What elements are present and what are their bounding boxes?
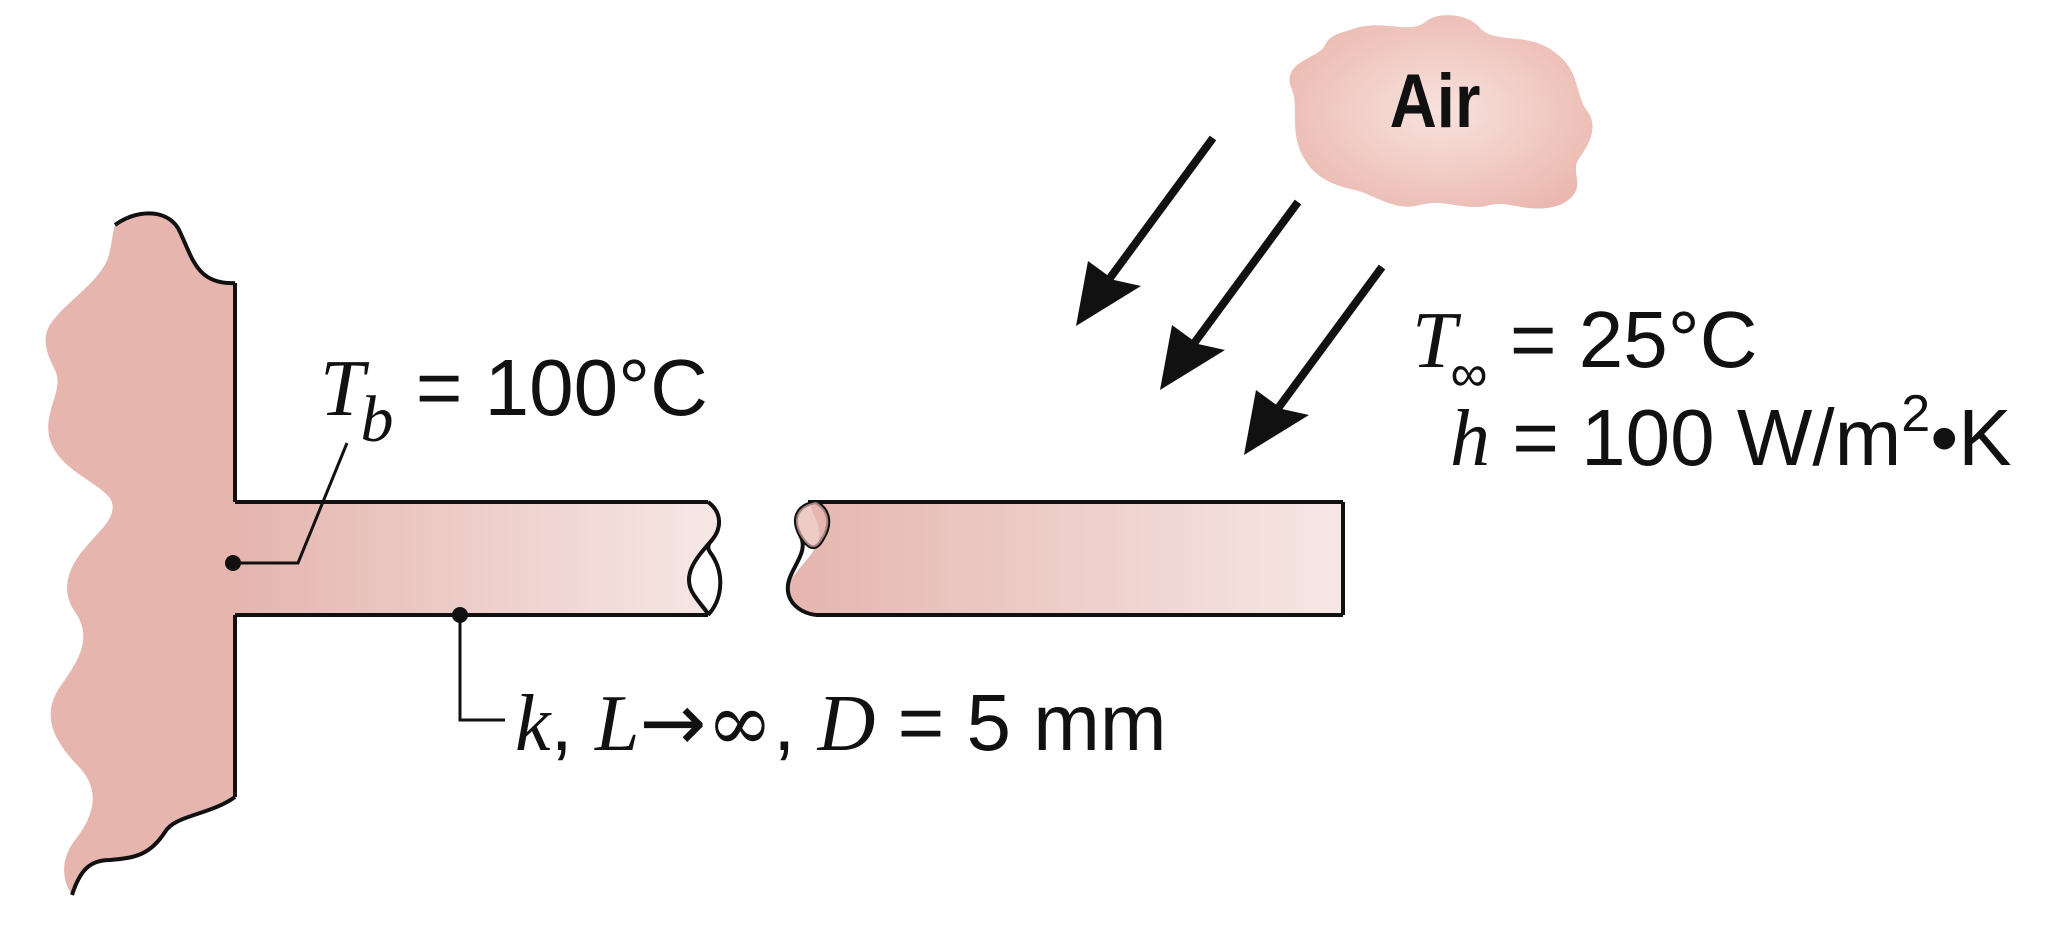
ambient-temperature-symbol: T [1412, 297, 1457, 385]
heat-transfer-coefficient-label: h = 100 W/m2•K [1450, 388, 2012, 479]
fin-left-break-inner [706, 538, 723, 617]
heat-transfer-coefficient-value: = 100 W/m [1512, 393, 1902, 482]
fin-length-arrow: → [639, 676, 707, 769]
fin-conductivity-symbol: k [515, 680, 551, 768]
base-temperature-label: Tb = 100°C [320, 348, 708, 453]
cloud-icon [1289, 15, 1593, 209]
fin-diameter-value: = 5 mm [875, 678, 1167, 767]
wall-top-edge [113, 211, 236, 286]
fin-properties-separator-1: , [550, 678, 595, 767]
base-temperature-leader [233, 442, 349, 565]
fin-left-break-outer [687, 500, 721, 616]
base-temperature-value: = 100°C [415, 343, 708, 432]
arrow-down-left-icon [1160, 199, 1302, 390]
ambient-temperature-value: = 25°C [1509, 295, 1758, 384]
wall [45, 213, 235, 895]
heat-transfer-coefficient-exponent: 2 [1901, 385, 1931, 443]
fin-properties-separator-2: , [773, 678, 818, 767]
base-temperature-symbol: T [320, 345, 365, 433]
fin-length-infinity: ∞ [706, 676, 774, 769]
fin-diameter-symbol: D [817, 680, 876, 768]
fin-length-symbol: L [594, 680, 640, 768]
fin-properties-leader [458, 615, 505, 722]
fin-right-break-shade [795, 502, 829, 548]
fin-properties-label: k, L→∞, D = 5 mm [515, 683, 1167, 765]
fin-right-segment [787, 502, 1343, 615]
fin-left-segment [235, 502, 719, 615]
heat-transfer-coefficient-unit-tail: •K [1930, 393, 2012, 482]
air-flow-arrows [1076, 135, 1386, 455]
arrow-down-left-icon [1076, 135, 1217, 326]
air-label: Air [1389, 59, 1481, 144]
arrow-down-left-icon [1244, 264, 1386, 455]
ambient-temperature-label: T∞ = 25°C [1412, 300, 1758, 401]
ambient-temperature-subscript: ∞ [1450, 345, 1488, 403]
base-temperature-subscript: b [360, 383, 394, 456]
heat-transfer-coefficient-symbol: h [1450, 395, 1490, 483]
wall-bottom-edge [70, 795, 237, 896]
